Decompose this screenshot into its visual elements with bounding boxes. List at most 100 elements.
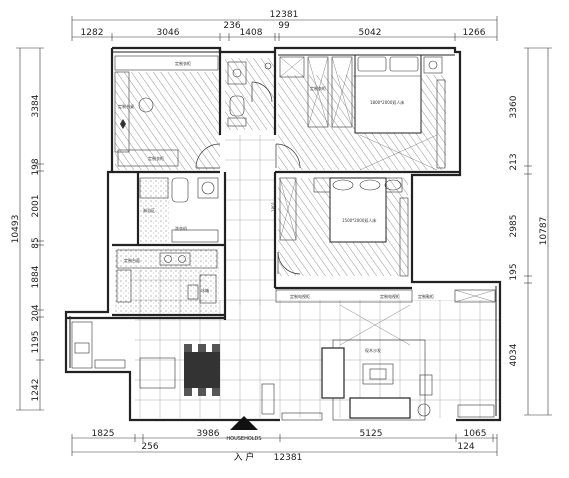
master-bed [354, 54, 422, 134]
right-dim-2: 213 [509, 153, 519, 170]
bedroom-3-wardrobe-label: 定制衣柜 [175, 60, 191, 66]
floors [115, 58, 500, 418]
tv-cabinet-label: 定制电视柜 [290, 293, 310, 299]
sofa [349, 397, 411, 419]
bottom-dim-3: 3986 [197, 429, 220, 439]
top-dim-6: 5042 [359, 28, 382, 38]
bath-vanity [171, 229, 219, 243]
plant-icon [417, 403, 431, 417]
bottom-dim-1: 1825 [92, 429, 115, 439]
top-dimensions: 12381 1282 3046 236 1408 99 5042 1266 [71, 10, 498, 41]
dining-chair [198, 388, 206, 396]
bedroom-3-shelf-label: 定制衣柜 [148, 155, 164, 161]
right-dimensions: 3360 213 2985 195 4034 10787 [509, 47, 552, 416]
armchair [321, 347, 345, 399]
top-bathroom [227, 61, 272, 127]
side-table [419, 374, 433, 396]
bottom-dimensions: 1825 256 3986 5125 1065 124 12381 [71, 429, 498, 463]
fridge-label: 冰箱 [201, 287, 209, 293]
bathroom-2: 淋浴区 洗衣机 [139, 177, 219, 243]
nightstand-left [279, 56, 305, 78]
left-total-dim: 10493 [11, 215, 21, 244]
bathroom-door [251, 81, 273, 103]
balcony-sink [71, 321, 93, 369]
entrance: HOUSEHOLDS 入 户 [226, 416, 262, 463]
bedroom-3-floor [115, 72, 220, 170]
left-dim-5: 1884 [31, 265, 41, 288]
coffee-table [362, 363, 394, 385]
entry-cabinet [281, 412, 323, 421]
corridor-floor [225, 135, 275, 305]
toilet [229, 95, 245, 117]
right-dim-3: 2985 [509, 215, 519, 238]
top-total-dim: 12381 [270, 10, 299, 20]
dining-sideboard [139, 357, 176, 389]
sink [227, 61, 247, 85]
bottom-dim-2: 256 [141, 442, 158, 452]
second-wardrobe [279, 177, 297, 241]
dining-table [184, 352, 220, 388]
nightstand-right [423, 56, 443, 74]
master-wardrobe-label: 定制衣柜 [310, 85, 326, 91]
closet-dim: 1801 [271, 201, 276, 212]
bedroom-3-furniture: 定制衣柜 定制书桌 定制衣柜 [114, 55, 219, 167]
desk-chair [138, 97, 154, 113]
tv-panel-second [399, 197, 409, 277]
left-dim-8: 1242 [31, 379, 41, 402]
bottom-dim-6: 124 [457, 442, 474, 452]
dining-chair [184, 344, 192, 352]
washer-label: 洗衣机 [175, 225, 187, 231]
bottom-dim-4: 5125 [360, 429, 383, 439]
pillow-2-right [359, 179, 381, 191]
second-bed-label: 1500*2000双人床 [342, 217, 376, 223]
bedroom-3-desk-label: 定制书桌 [118, 103, 134, 109]
bedroom-3-shelf [117, 149, 179, 167]
master-bed-label: 1800*2000双人床 [370, 99, 404, 105]
left-dim-1: 3384 [31, 94, 41, 117]
tv-cabinet-label-2: 定制电视柜 [380, 293, 400, 299]
left-dim-3: 2001 [31, 195, 41, 218]
top-dim-2: 3046 [157, 28, 180, 38]
dining-chair [184, 388, 192, 396]
bedroom-3-wardrobe [114, 55, 219, 71]
bedroom-3-door [195, 143, 221, 169]
top-dim-5: 99 [278, 21, 290, 31]
pillow-2-left [332, 179, 354, 191]
doors [195, 81, 301, 275]
entry-shelf [261, 383, 275, 415]
shoe-cabinet-top [454, 289, 496, 303]
walls [64, 46, 502, 422]
left-dim-6: 204 [31, 304, 41, 321]
lamp-icon [428, 60, 438, 70]
kitchen-counter-label: 定制台面 [124, 257, 140, 263]
left-dimensions: 10493 3384 198 2001 85 1884 204 1195 124… [11, 47, 44, 411]
stove [159, 252, 191, 266]
master-bedroom-door [275, 143, 301, 169]
second-bed [329, 177, 387, 243]
second-bedroom: 1801 1500*2000双人床 [271, 177, 409, 277]
right-dim-4: 195 [509, 263, 519, 280]
floor-drain-icon [264, 62, 272, 70]
shower-head [139, 177, 169, 199]
fridge [199, 274, 217, 304]
pillow-right [389, 56, 419, 72]
entrance-arrow-icon [230, 416, 258, 430]
kitchen: 定制台面 冰箱 [116, 249, 218, 304]
shoe-cabinet-label: 定制鞋柜 [418, 293, 434, 299]
shower-label: 淋浴区 [143, 207, 155, 213]
dining-chair [212, 388, 220, 396]
left-dim-4: 85 [31, 237, 41, 248]
top-dim-4: 1408 [240, 28, 263, 38]
entrance-label: 入 户 [234, 451, 255, 463]
bottom-total-dim: 12381 [274, 453, 303, 463]
brand-mark: HOUSEHOLDS [226, 436, 261, 442]
left-dim-2: 198 [31, 158, 41, 175]
living-room: 定制电视柜 定制电视柜 现木沙发 定制鞋柜 [261, 289, 496, 421]
right-total-dim: 10787 [539, 217, 549, 246]
dining-area [71, 321, 220, 396]
bedroom-3-desk [114, 71, 130, 153]
right-dim-1: 3360 [509, 95, 519, 118]
tv-cabinet [275, 289, 413, 303]
sofa-label: 现木沙发 [365, 347, 381, 353]
